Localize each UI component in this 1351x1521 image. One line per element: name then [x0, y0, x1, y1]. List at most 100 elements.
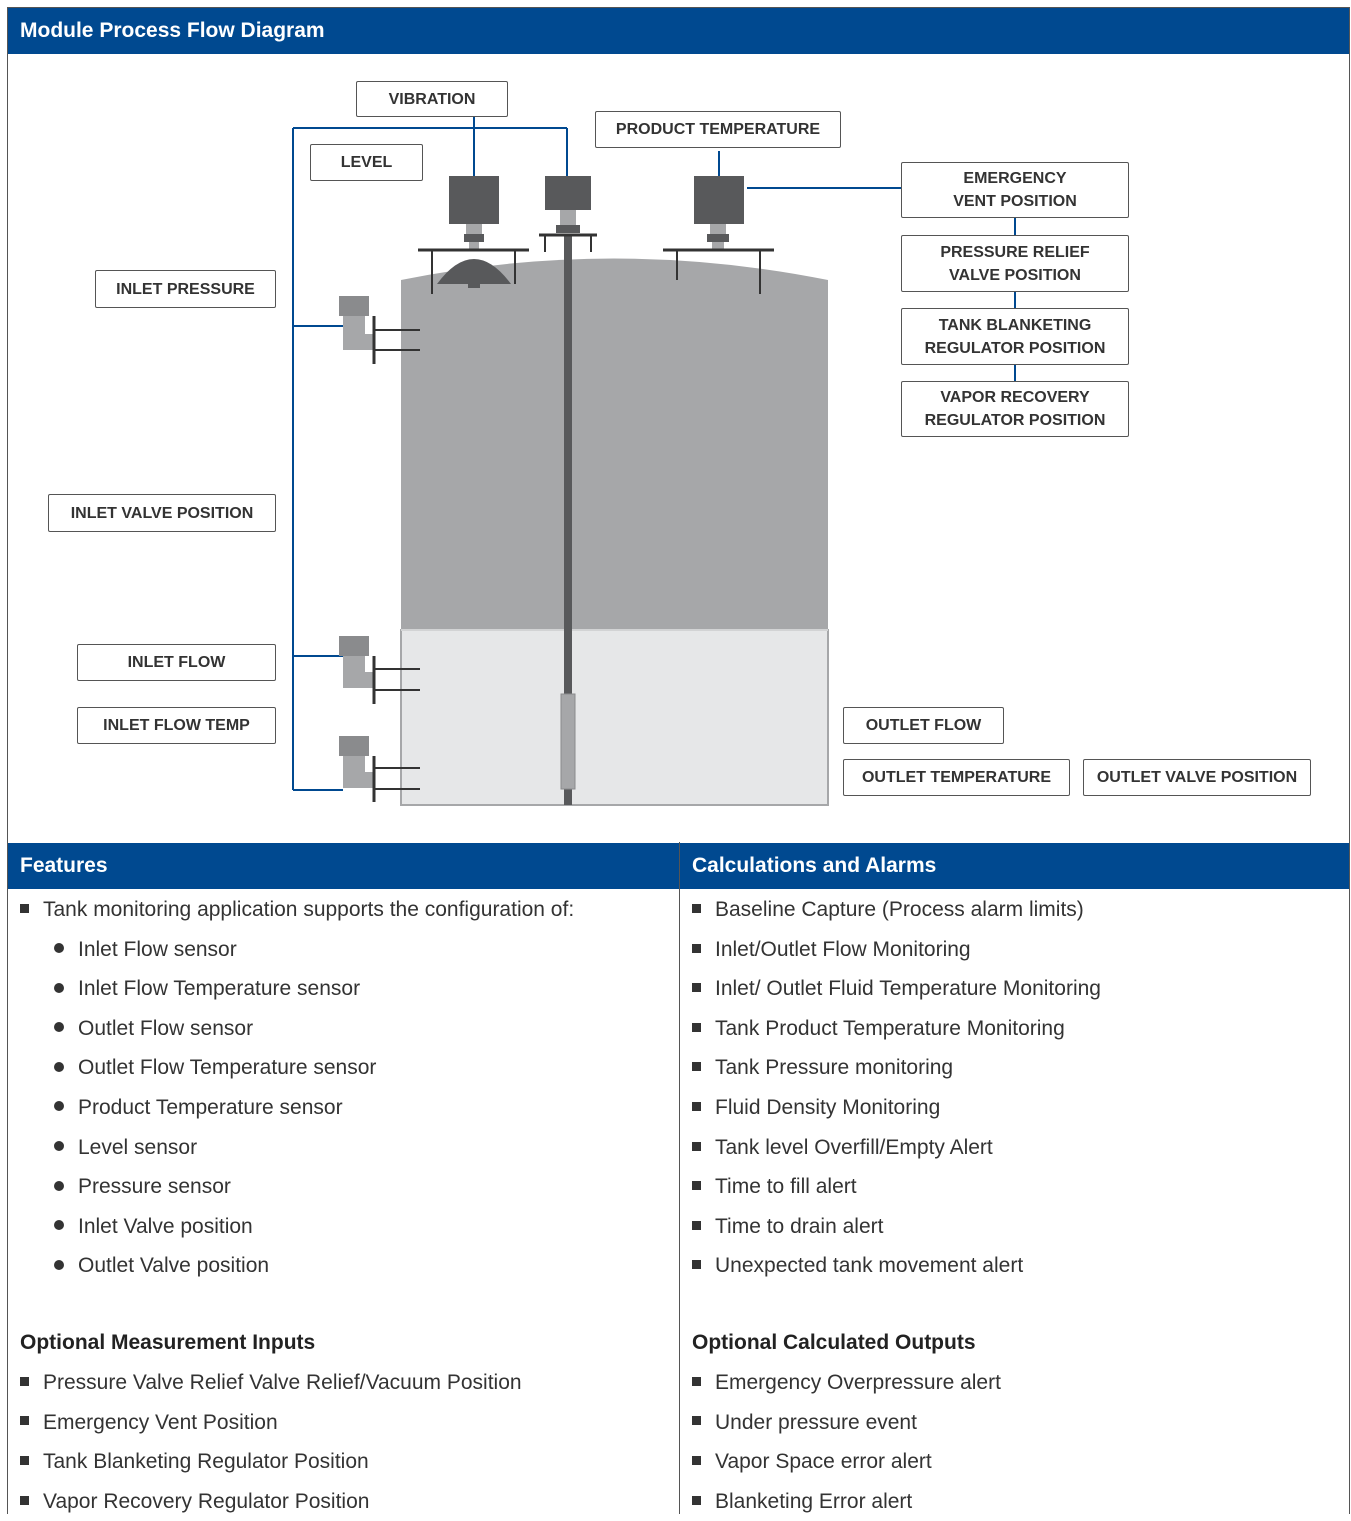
round-bullet-icon: [54, 1180, 64, 1191]
calculations-column: Baseline Capture (Process alarm limits) …: [692, 890, 1101, 1521]
square-bullet-icon: [692, 1456, 701, 1466]
round-bullet-icon: [54, 1220, 64, 1231]
list-item: Baseline Capture (Process alarm limits): [692, 890, 1101, 930]
list-item: Blanketing Error alert: [692, 1482, 1101, 1521]
round-bullet-icon: [54, 1061, 64, 1072]
round-bullet-icon: [54, 1101, 64, 1112]
inlet-flow-temp-transmitter: [339, 736, 420, 802]
level-probe-neck: [560, 210, 576, 226]
vibration-sensor-neck: [466, 224, 482, 234]
process-flow-diagram: VIBRATION LEVEL PRODUCT TEMPERATURE EMER…: [8, 54, 1349, 843]
calculations-header: Calculations and Alarms: [680, 843, 1349, 889]
square-bullet-icon: [20, 1376, 29, 1386]
square-bullet-icon: [20, 1495, 29, 1505]
round-bullet-icon: [54, 1259, 64, 1270]
list-item: Emergency Overpressure alert: [692, 1363, 1101, 1403]
square-bullet-icon: [692, 903, 701, 913]
page-title: Module Process Flow Diagram: [8, 8, 1349, 54]
round-bullet-icon: [54, 943, 64, 954]
label-inlet-flow-temp: INLET FLOW TEMP: [77, 707, 276, 744]
calculations-title: Calculations and Alarms: [692, 854, 937, 877]
label-tank-blanketing-regulator-position: TANK BLANKETING REGULATOR POSITION: [901, 308, 1129, 365]
list-item: Outlet Valve position: [20, 1246, 574, 1286]
square-bullet-icon: [692, 983, 701, 993]
list-item: Outlet Flow Temperature sensor: [20, 1048, 574, 1088]
list-item: Under pressure event: [692, 1403, 1101, 1443]
list-item: Tank Pressure monitoring: [692, 1048, 1101, 1088]
optional-measurement-inputs-heading: Optional Measurement Inputs: [20, 1330, 316, 1354]
vibration-dish: [437, 259, 511, 284]
list-item: Inlet Valve position: [20, 1207, 574, 1247]
square-bullet-icon: [692, 1062, 701, 1072]
list-item: Inlet/Outlet Flow Monitoring: [692, 930, 1101, 970]
list-item: Pressure sensor: [20, 1167, 574, 1207]
page-title-text: Module Process Flow Diagram: [20, 19, 325, 42]
list-item: Outlet Flow sensor: [20, 1009, 574, 1049]
square-bullet-icon: [692, 1495, 701, 1505]
list-item: Emergency Vent Position: [20, 1403, 574, 1443]
label-emergency-vent-position: EMERGENCY VENT POSITION: [901, 162, 1129, 218]
list-item: Unexpected tank movement alert: [692, 1246, 1101, 1286]
inlet-flow-transmitter: [339, 636, 420, 704]
list-item: Tank monitoring application supports the…: [20, 890, 574, 930]
square-bullet-icon: [692, 1101, 701, 1111]
list-item: Tank Blanketing Regulator Position: [20, 1442, 574, 1482]
label-vibration: VIBRATION: [356, 81, 508, 117]
tank-lower-liquid: [400, 629, 829, 806]
label-level: LEVEL: [310, 144, 423, 181]
list-item: Level sensor: [20, 1128, 574, 1168]
list-item: Vapor Space error alert: [692, 1442, 1101, 1482]
vibration-sensor-collar: [464, 234, 484, 242]
optional-outputs-list: Emergency Overpressure alert Under press…: [692, 1363, 1101, 1521]
optional-inputs-list: Pressure Valve Relief Valve Relief/Vacuu…: [20, 1363, 574, 1521]
label-outlet-temperature: OUTLET TEMPERATURE: [843, 759, 1070, 796]
features-list: Tank monitoring application supports the…: [20, 890, 574, 1286]
square-bullet-icon: [20, 1416, 29, 1426]
label-vapor-recovery-regulator-position: VAPOR RECOVERY REGULATOR POSITION: [901, 381, 1129, 437]
level-probe-collar: [556, 225, 580, 233]
list-item: Inlet Flow sensor: [20, 930, 574, 970]
list-item: Tank level Overfill/Empty Alert: [692, 1128, 1101, 1168]
label-outlet-flow: OUTLET FLOW: [843, 707, 1004, 744]
label-pressure-relief-valve-position: PRESSURE RELIEF VALVE POSITION: [901, 235, 1129, 292]
page-frame: [7, 7, 1350, 1514]
label-inlet-flow: INLET FLOW: [77, 644, 276, 681]
list-item: Time to drain alert: [692, 1207, 1101, 1247]
label-inlet-pressure: INLET PRESSURE: [95, 270, 276, 308]
square-bullet-icon: [20, 903, 29, 913]
features-column: Tank monitoring application supports the…: [20, 890, 574, 1521]
label-product-temperature: PRODUCT TEMPERATURE: [595, 111, 841, 148]
vibration-sensor-head: [449, 176, 499, 224]
square-bullet-icon: [692, 1376, 701, 1386]
square-bullet-icon: [20, 1456, 29, 1466]
square-bullet-icon: [692, 1416, 701, 1426]
level-probe-float: [560, 693, 576, 790]
features-header: Features: [8, 843, 679, 889]
list-item: Inlet/ Outlet Fluid Temperature Monitori…: [692, 969, 1101, 1009]
level-probe-rod: [564, 234, 572, 805]
features-title: Features: [20, 854, 108, 877]
round-bullet-icon: [54, 1141, 64, 1152]
square-bullet-icon: [692, 1220, 701, 1230]
label-outlet-valve-position: OUTLET VALVE POSITION: [1083, 759, 1311, 796]
label-inlet-valve-position: INLET VALVE POSITION: [48, 494, 276, 532]
column-divider: [679, 842, 680, 1514]
list-item: Inlet Flow Temperature sensor: [20, 969, 574, 1009]
list-item: Vapor Recovery Regulator Position: [20, 1482, 574, 1521]
optional-calculated-outputs-heading: Optional Calculated Outputs: [692, 1330, 976, 1354]
list-item: Time to fill alert: [692, 1167, 1101, 1207]
square-bullet-icon: [692, 1181, 701, 1191]
inlet-pressure-transmitter: [339, 296, 420, 364]
list-item: Product Temperature sensor: [20, 1088, 574, 1128]
round-bullet-icon: [54, 982, 64, 993]
list-item: Fluid Density Monitoring: [692, 1088, 1101, 1128]
square-bullet-icon: [692, 1141, 701, 1151]
calculations-list: Baseline Capture (Process alarm limits) …: [692, 890, 1101, 1286]
tank-drawing: [292, 110, 1016, 806]
round-bullet-icon: [54, 1022, 64, 1033]
square-bullet-icon: [692, 943, 701, 953]
tank-upper-body: [401, 258, 828, 630]
list-item: Pressure Valve Relief Valve Relief/Vacuu…: [20, 1363, 574, 1403]
square-bullet-icon: [692, 1022, 701, 1032]
product-temp-sensor-head: [694, 176, 744, 224]
